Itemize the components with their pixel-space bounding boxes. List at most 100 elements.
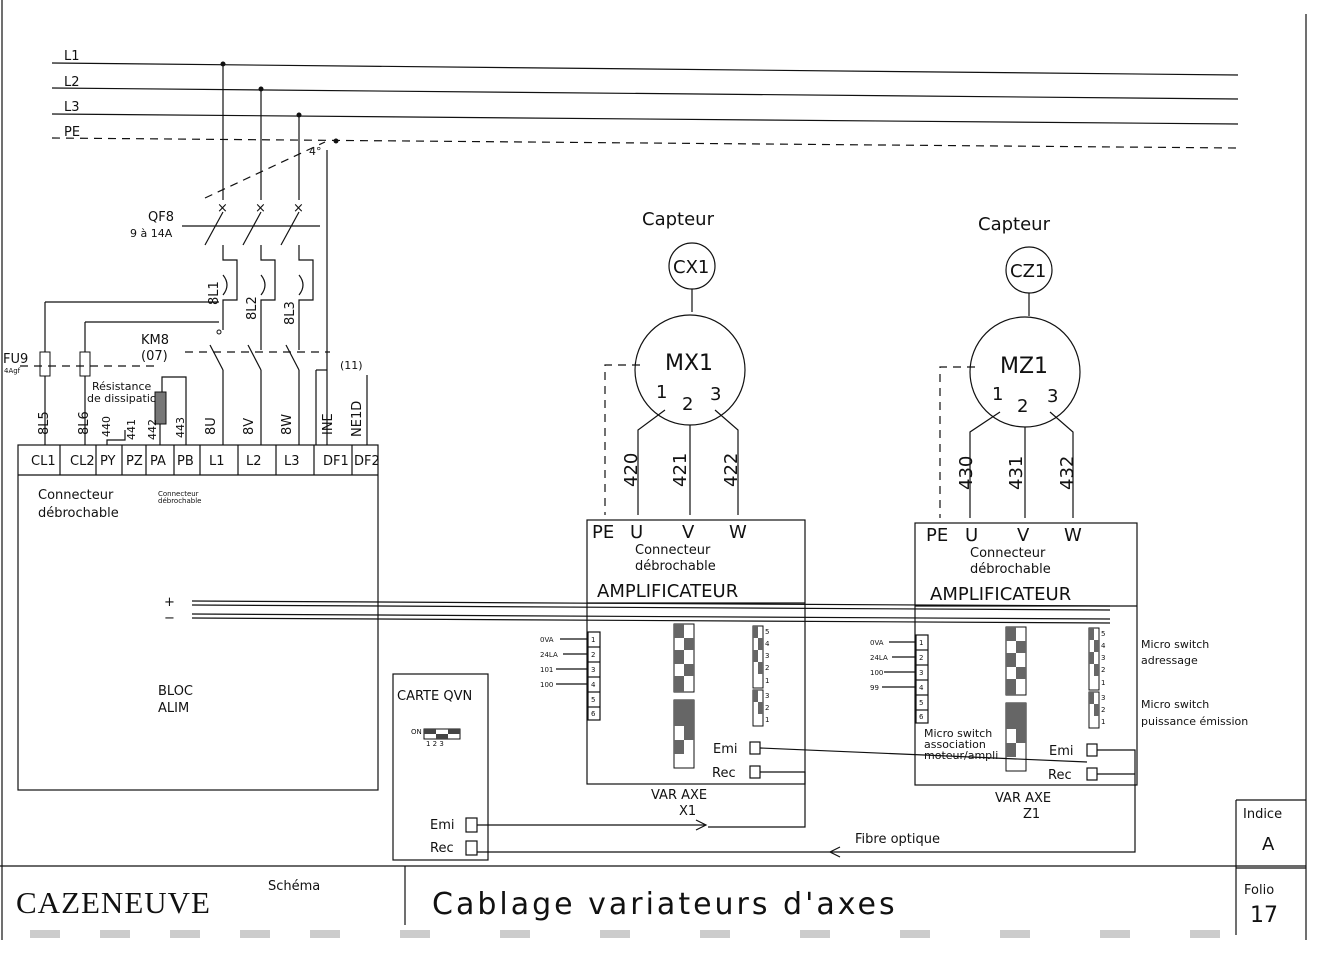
svg-text:×: × xyxy=(255,201,266,216)
note-address-line2: adressage xyxy=(1141,654,1198,667)
wire-ine: INE xyxy=(321,413,336,435)
resistor-label-2: de dissipation xyxy=(87,392,164,405)
x1-io-label-0va: 0VA xyxy=(540,636,554,644)
breaker-angle: 4° xyxy=(309,145,322,158)
qvn-card: CARTE QVN ON 1 2 3 Emi Rec xyxy=(392,673,489,861)
mx1-phase-3: 3 xyxy=(710,384,721,405)
indice-value: A xyxy=(1262,834,1275,855)
wire-8l3: 8L3 xyxy=(283,301,298,325)
wire-420: 420 xyxy=(621,453,642,487)
wire-8w: 8W xyxy=(280,414,295,435)
x1-sw-b-3: 3 xyxy=(765,692,769,700)
wire-8l1: 8L1 xyxy=(207,281,222,305)
z1-assoc-line2: association xyxy=(924,738,986,751)
sensor-x-title: Capteur xyxy=(642,209,715,230)
x1-terminal-pe: PE xyxy=(592,522,614,543)
terminal-cl1: CL1 xyxy=(31,454,56,469)
dc-plus: + xyxy=(164,595,175,610)
dc-bus xyxy=(191,600,1111,624)
qvn-dip-on: ON xyxy=(411,728,422,736)
terminal-df2: DF2 xyxy=(354,454,380,469)
x1-connector-line2: débrochable xyxy=(635,559,716,574)
z1-micro-switch-address: 5 4 3 2 1 xyxy=(1088,627,1106,691)
fibre-optic-label: Fibre optique xyxy=(855,832,940,847)
terminal-pb: PB xyxy=(177,454,194,469)
z1-amplifier-label: AMPLIFICATEUR xyxy=(930,584,1071,605)
small-connector-line1: Connecteur xyxy=(158,490,199,498)
z1-terminal-u: U xyxy=(965,525,978,546)
z1-sw-a-2: 2 xyxy=(1101,666,1105,674)
contactor-folio: (07) xyxy=(141,349,168,364)
z1-terminal-v: V xyxy=(1017,525,1030,546)
qvn-rec-label: Rec xyxy=(430,841,454,856)
x1-title-line2: X1 xyxy=(679,804,696,819)
terminal-l1: L1 xyxy=(209,454,225,469)
power-block: CL1 CL2 PY PZ PA PB L1 L2 L3 DF1 DF2 Con… xyxy=(17,444,380,791)
power-wire-labels: 8L5 8L6 440 441 442 443 8U 8V 8W INE NE1… xyxy=(37,401,365,440)
folio-label: Folio xyxy=(1244,883,1274,898)
fuse-ref: FU9 xyxy=(3,352,28,367)
z1-sw-b-3: 3 xyxy=(1101,694,1105,702)
x1-io-6: 6 xyxy=(591,710,596,718)
x1-dip-switch-a xyxy=(673,623,695,693)
x1-io-label-101: 101 xyxy=(540,666,553,674)
z1-terminal-pe: PE xyxy=(926,525,948,546)
axis-x-group: Capteur CX1 MX1 1 2 3 420 421 422 PE U V… xyxy=(540,209,806,819)
line-label-pe: PE xyxy=(64,125,80,140)
small-connector-line2: débrochable xyxy=(158,497,201,505)
x1-connector-line1: Connecteur xyxy=(635,543,711,558)
power-connector-line1: Connecteur xyxy=(38,488,114,503)
svg-text:×: × xyxy=(293,201,304,216)
x1-io-2: 2 xyxy=(591,651,595,659)
amplifier-z1 xyxy=(914,522,1138,786)
motor-mz1-label: MZ1 xyxy=(1000,354,1048,379)
mz1-phase-1: 1 xyxy=(992,384,1003,405)
line-label-l3: L3 xyxy=(64,100,80,115)
z1-io-1: 1 xyxy=(919,639,923,647)
title-block: CAZENEUVE Schéma Cablage variateurs d'ax… xyxy=(0,799,1306,935)
x1-micro-switch-address: 5 4 3 2 1 xyxy=(752,625,770,689)
axis-z-group: Capteur CZ1 MZ1 1 2 3 430 431 432 PE U V… xyxy=(870,214,1138,822)
x1-terminal-w: W xyxy=(729,522,747,543)
contactor-ref: KM8 xyxy=(141,333,169,348)
breaker-ref: QF8 xyxy=(148,210,174,225)
z1-sw-a-3: 3 xyxy=(1101,654,1105,662)
wire-ne1d: NE1D xyxy=(350,401,365,437)
resistor-label-1: Résistance xyxy=(92,380,152,393)
wire-442: 442 xyxy=(146,419,159,440)
z1-io-label-0va: 0VA xyxy=(870,639,884,647)
wire-440: 440 xyxy=(100,416,113,437)
wire-431: 431 xyxy=(1006,456,1027,490)
z1-assoc-line3: moteur/ampli xyxy=(924,749,998,762)
x1-sw-a-5: 5 xyxy=(765,628,769,636)
wire-8l2: 8L2 xyxy=(245,296,260,320)
x1-sw-b-1: 1 xyxy=(765,716,769,724)
mx1-phase-2: 2 xyxy=(682,394,693,415)
wire-8l6: 8L6 xyxy=(77,411,92,435)
z1-sw-b-1: 1 xyxy=(1101,718,1105,726)
svg-text:×: × xyxy=(217,201,228,216)
z1-io-2: 2 xyxy=(919,654,923,662)
z1-io-3: 3 xyxy=(919,669,923,677)
fuse-fu9: FU9 4Agf Résistance de dissipation xyxy=(3,302,187,445)
z1-connector-line1: Connecteur xyxy=(970,546,1046,561)
z1-io-6: 6 xyxy=(919,713,924,721)
z1-io-4: 4 xyxy=(919,684,924,692)
folio-value: 17 xyxy=(1250,903,1278,928)
wire-8v: 8V xyxy=(242,418,257,435)
qvn-rec-port xyxy=(465,840,478,856)
mz1-phase-2: 2 xyxy=(1017,396,1028,417)
x1-terminal-v: V xyxy=(682,522,695,543)
terminal-pa: PA xyxy=(150,454,166,469)
terminal-l2: L2 xyxy=(246,454,262,469)
z1-micro-switch-power: 3 2 1 xyxy=(1088,691,1105,729)
note-address-line1: Micro switch xyxy=(1141,638,1209,651)
x1-amplifier-label: AMPLIFICATEUR xyxy=(597,581,738,602)
x1-dip-switch-b xyxy=(673,699,695,769)
indice-label: Indice xyxy=(1243,807,1282,822)
sensor-cz1-label: CZ1 xyxy=(1010,261,1046,282)
fibre-optic-loop: Fibre optique xyxy=(477,747,1136,858)
sensor-z-title: Capteur xyxy=(978,214,1051,235)
